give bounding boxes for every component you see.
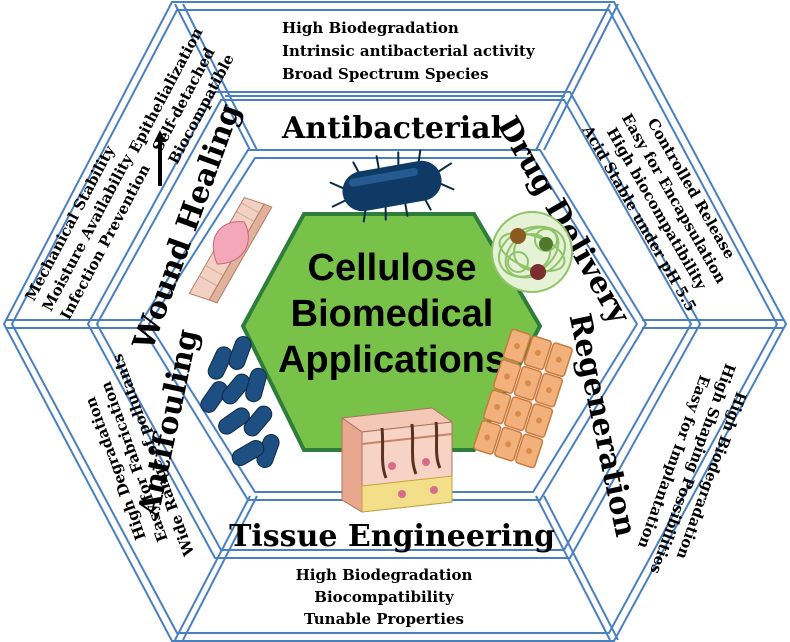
nanoparticle-carrier-icon [491, 211, 573, 293]
tissue-engineering-property-1: High Biodegradation [296, 566, 473, 584]
center-hexagon [240, 212, 543, 452]
cell-columns-icon [473, 328, 573, 469]
rod-bacterium-icon [329, 149, 455, 223]
tissue-engineering-label: Tissue Engineering [229, 519, 555, 554]
skin-cross-section-icon [340, 407, 454, 513]
skin-graft-icon [188, 196, 273, 304]
antibacterial-property-2: Intrinsic antibacterial activity [282, 42, 536, 60]
antibacterial-label: Antibacterial [281, 111, 502, 146]
center-title-line-1: Cellulose [308, 247, 477, 289]
up-arrow-icon [154, 130, 166, 186]
antibacterial-property-1: High Biodegradation [282, 19, 459, 37]
tissue-engineering-property-3: Tunable Properties [304, 610, 464, 628]
antibacterial-property-3: Broad Spectrum Species [282, 65, 489, 83]
bacteria-cluster-icon [200, 336, 280, 468]
hexagon-spokes [6, 3, 784, 641]
center-title-line-2: Biomedical [291, 293, 494, 335]
center-title-line-3: Applications [278, 339, 506, 381]
tissue-engineering-property-2: Biocompatibility [314, 588, 455, 606]
